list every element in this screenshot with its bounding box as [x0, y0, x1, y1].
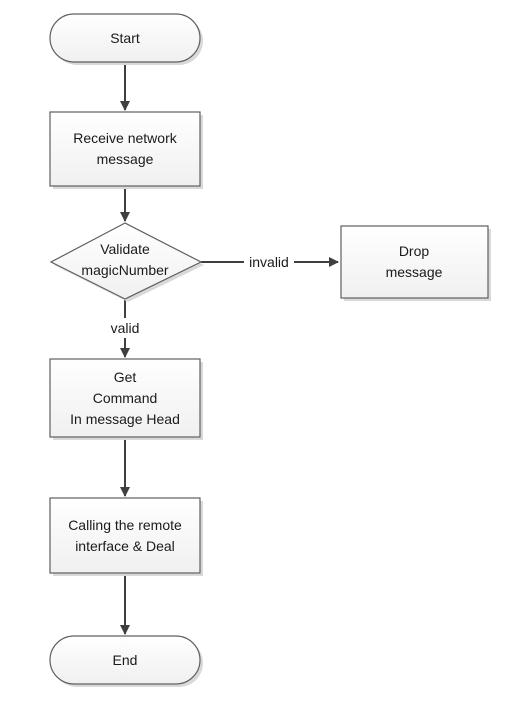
- drop-label-line-1: Drop: [399, 243, 430, 259]
- get-command-label-line-3: In message Head: [70, 411, 180, 427]
- receive-label-line-1: Receive network: [73, 130, 177, 146]
- validate-decision-node: Validate magicNumber: [49, 222, 204, 302]
- drop-label-line-2: message: [386, 264, 443, 280]
- calling-label-line-1: Calling the remote: [68, 517, 182, 533]
- receive-label-line-2: message: [97, 151, 154, 167]
- receive-message-node: Receive network message: [49, 111, 203, 189]
- calling-label-line-2: interface & Deal: [75, 538, 175, 554]
- end-node: End: [49, 635, 203, 687]
- calling-remote-node: Calling the remote interface & Deal: [49, 497, 203, 576]
- start-label: Start: [110, 30, 140, 46]
- edge-validate-to-get-command: valid: [104, 299, 146, 358]
- edge-label-invalid: invalid: [249, 254, 289, 270]
- edge-label-valid: valid: [111, 320, 140, 336]
- drop-message-node: Drop message: [340, 225, 491, 301]
- end-label: End: [113, 652, 138, 668]
- edge-validate-to-drop: invalid: [201, 253, 339, 271]
- validate-label-line-2: magicNumber: [81, 262, 168, 278]
- validate-label-line-1: Validate: [100, 241, 150, 257]
- get-command-label-line-1: Get: [114, 369, 137, 385]
- get-command-node: Get Command In message Head: [49, 358, 203, 440]
- start-node: Start: [49, 13, 203, 65]
- get-command-label-line-2: Command: [93, 390, 158, 406]
